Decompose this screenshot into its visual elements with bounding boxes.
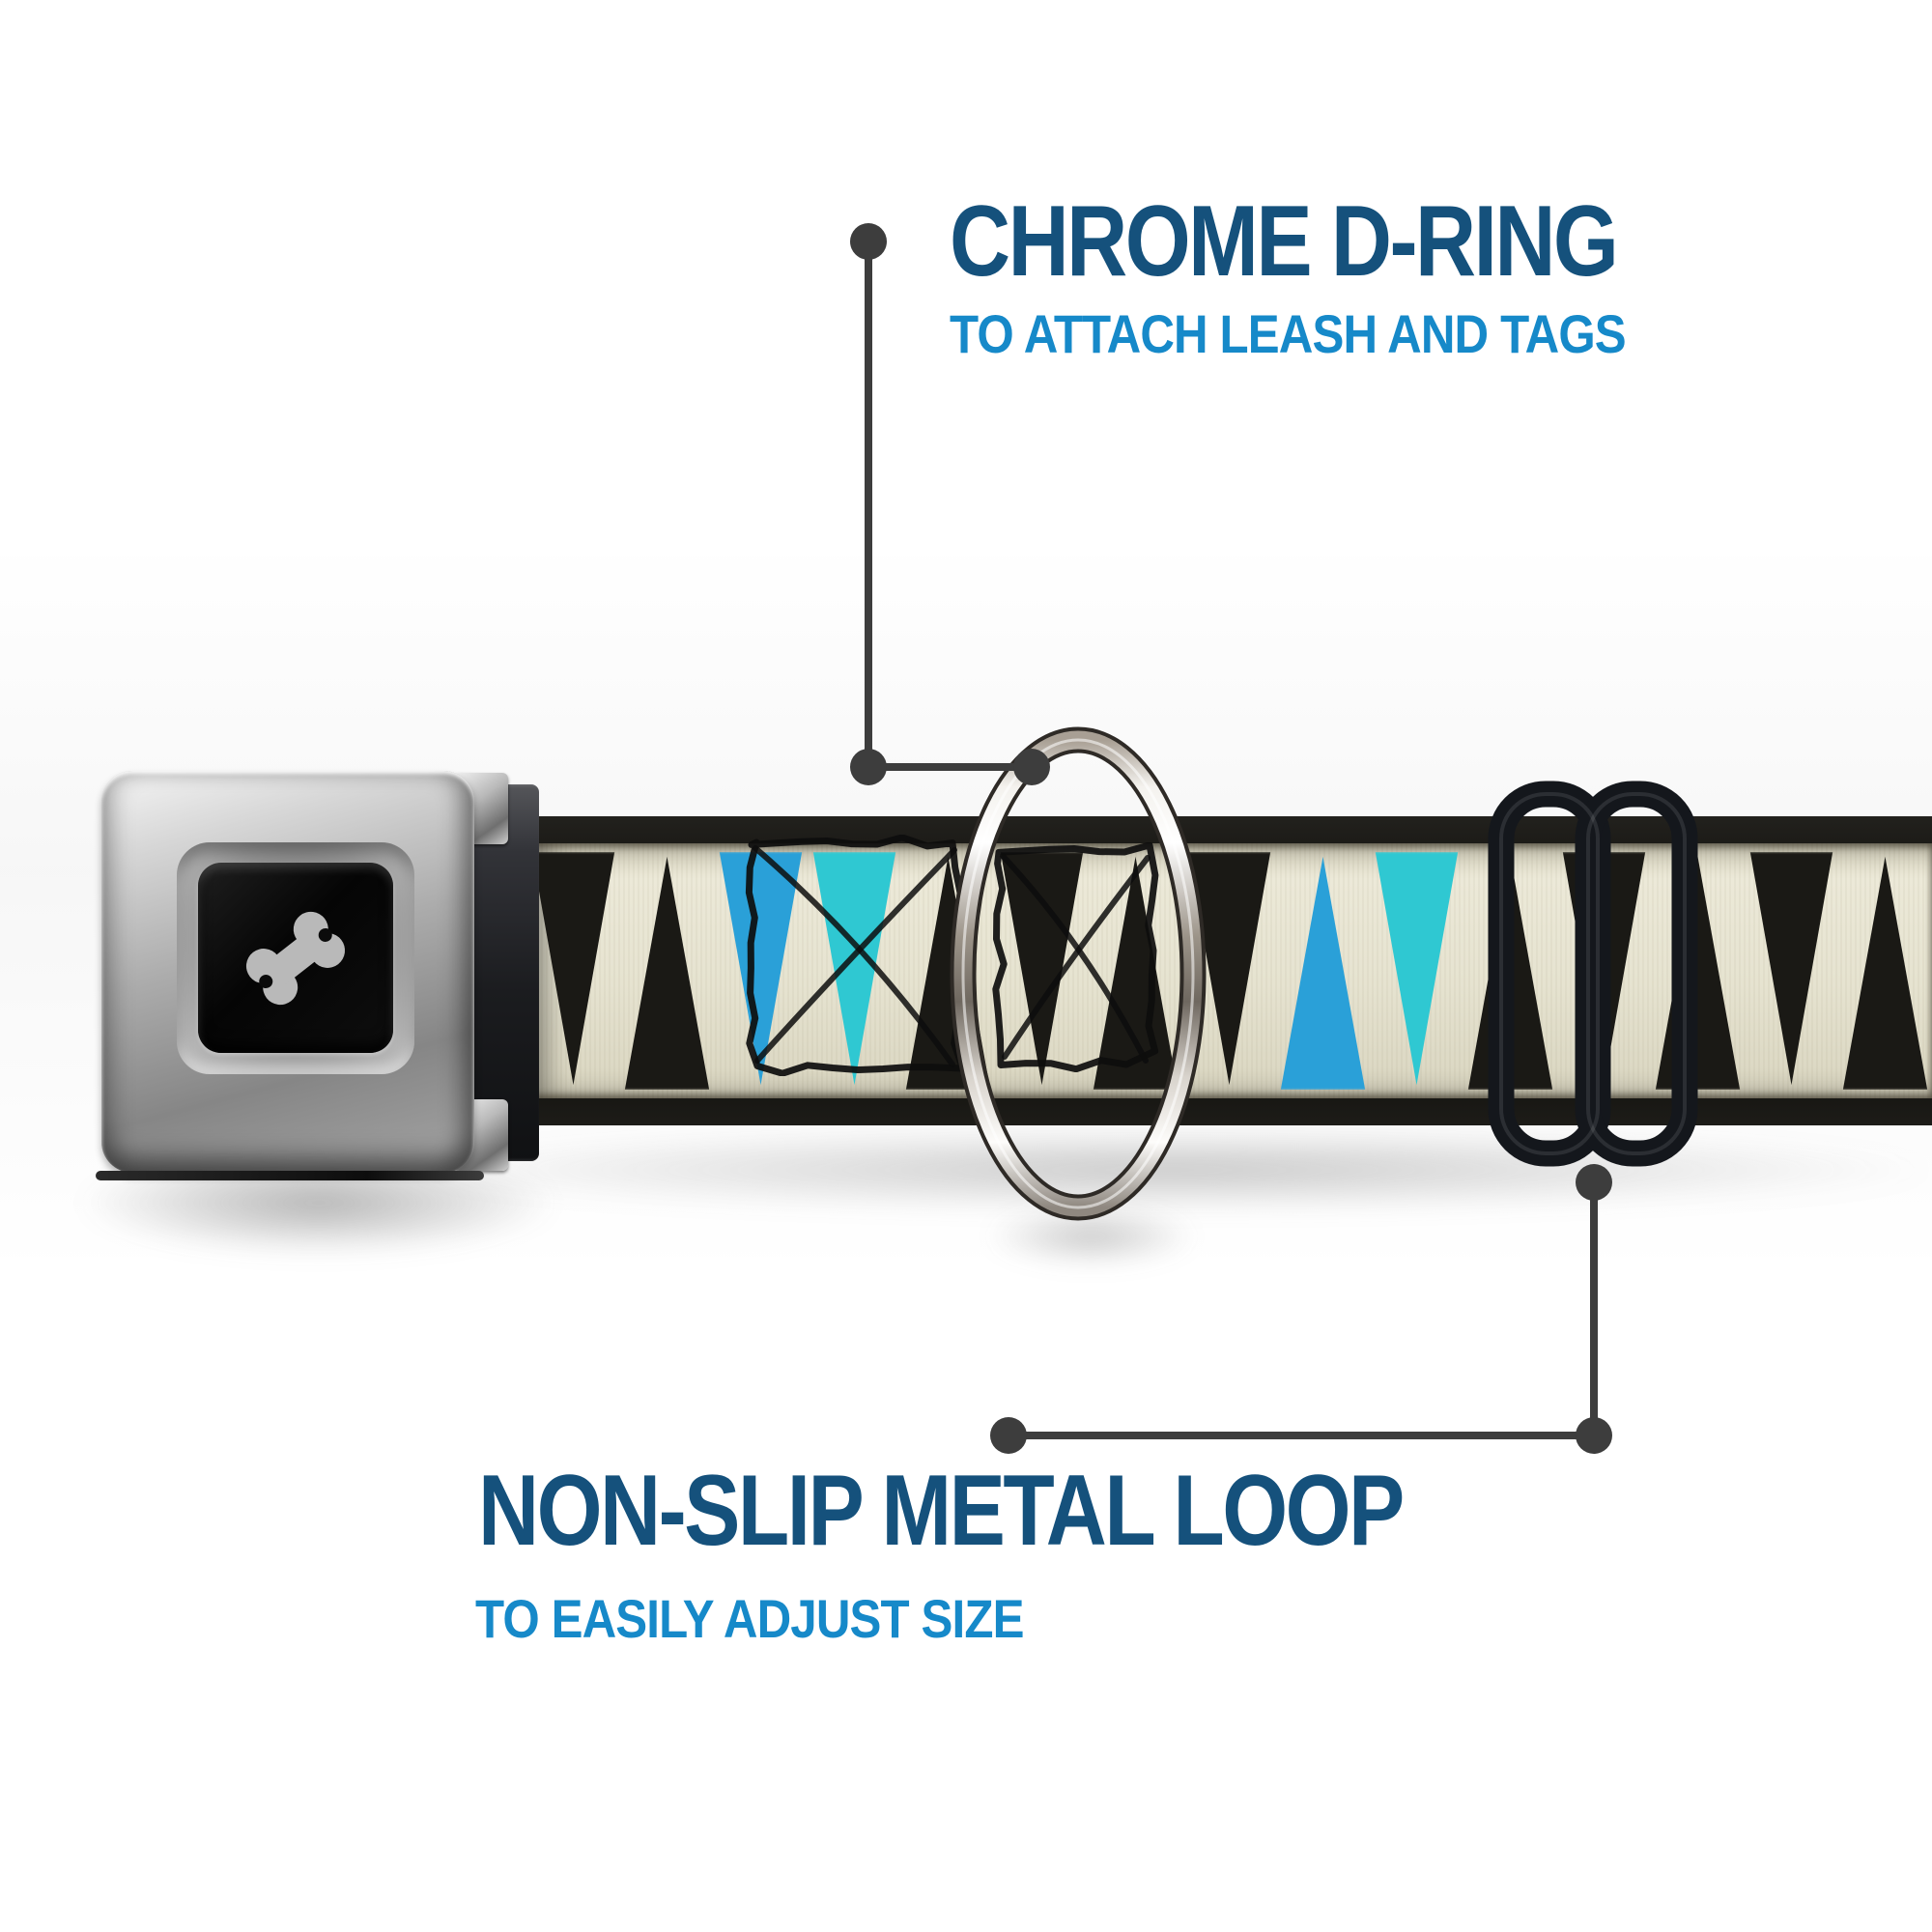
loop-callout-dot-corner [1576,1417,1612,1454]
dring-subtitle: TO ATTACH LEASH AND TAGS [950,303,1627,364]
dring-callout-hline [868,763,1032,771]
pattern-triangle-down-black [1749,852,1833,1086]
sketch-rectangle-icon [745,835,966,1076]
pattern-triangle-up-black [1842,856,1928,1090]
dring-callout-dot-top [850,223,887,260]
loop-callout-dot-pointer [1576,1164,1612,1201]
dring-title: CHROME D-RING [950,185,1619,298]
loop-callout-hline [1009,1432,1594,1439]
sketch-rectangle-icon [992,842,1159,1072]
dog-bone-icon [245,911,346,1006]
loop-callout-vline [1590,1186,1598,1435]
pattern-triangle-up-blue [1280,856,1366,1090]
chrome-d-ring [950,726,1207,1221]
buckle-logo-plate [198,863,393,1053]
non-slip-metal-loop [1488,781,1698,1167]
seatbelt-buckle [96,771,484,1180]
dring-callout-vline [865,242,872,767]
collar-strap-pattern-band [522,843,1932,1098]
pattern-triangle-up-black [624,856,710,1090]
dring-callout-dot-pointer [1013,749,1050,785]
dring-callout-dot-corner [850,749,887,785]
pattern-triangle-down-black [531,852,615,1086]
loop-callout-dot-end [990,1417,1027,1454]
loop-subtitle: TO EASILY ADJUST SIZE [475,1588,1024,1649]
pattern-triangle-down-teal [1375,852,1459,1086]
buckle-recessed-well [177,842,414,1074]
loop-title: NON-SLIP METAL LOOP [478,1455,1405,1567]
